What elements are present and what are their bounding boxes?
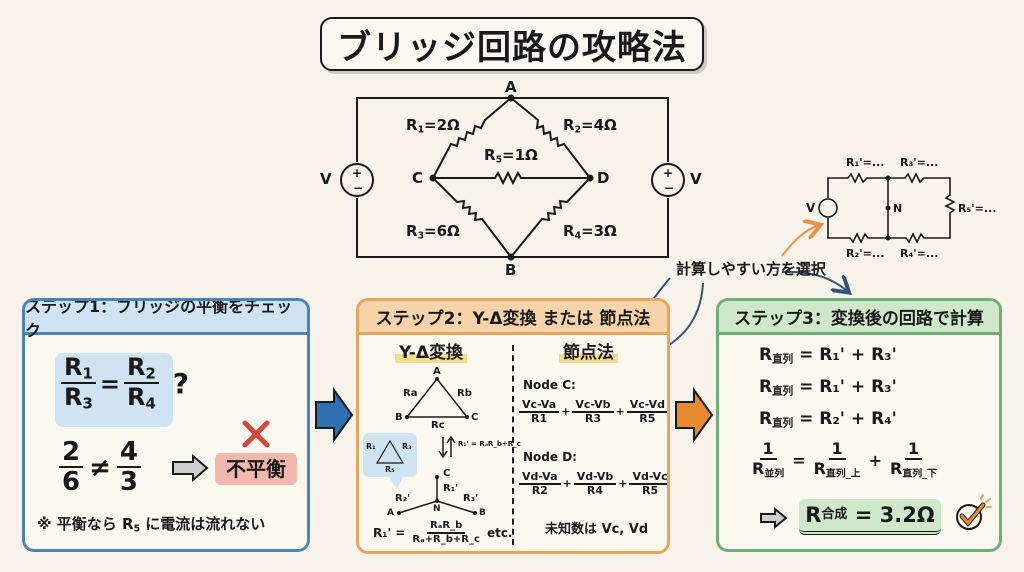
node-a-label: A bbox=[505, 78, 517, 96]
r3-label: R3=6Ω bbox=[406, 222, 460, 242]
mini-r3-label: R₃'=... bbox=[900, 156, 939, 169]
node-c-dot bbox=[429, 174, 437, 182]
step3-header: ステップ3：変換後の回路で計算 bbox=[719, 301, 999, 335]
gray-arrow-icon bbox=[172, 453, 209, 483]
star-node-n: N bbox=[433, 504, 441, 514]
choose-method-label: 計算しやすい方を選択 bbox=[676, 260, 826, 278]
step2-panel: ステップ2：Y-Δ変換 または 節点法 Y-Δ変換 節点法 A B C Ra R… bbox=[356, 298, 670, 554]
star-r1-label: R₁' bbox=[443, 483, 459, 494]
resistor-r1 bbox=[432, 97, 512, 179]
star-node-c: C bbox=[443, 468, 451, 479]
star-node-a: A bbox=[387, 508, 394, 518]
mini-r1-label: R₁'=... bbox=[846, 156, 885, 169]
step1-header: ステップ1：ブリッジの平衡をチェック bbox=[25, 301, 307, 340]
node-d-title: Node D: bbox=[523, 450, 577, 464]
mini-r4-label: R₄'=... bbox=[900, 247, 939, 260]
node-d-label: D bbox=[597, 169, 610, 187]
voltage-source-left bbox=[340, 163, 374, 197]
source-right-plus: + bbox=[663, 166, 674, 180]
method-divider bbox=[512, 345, 514, 545]
voltage-source-right bbox=[651, 163, 685, 197]
unbalanced-badge: 不平衡 bbox=[215, 453, 297, 485]
result-arrow-icon bbox=[760, 507, 788, 529]
bubble-r3: R₃ bbox=[402, 442, 412, 451]
delta-node-a: A bbox=[433, 366, 441, 377]
node-b-dot bbox=[507, 253, 515, 261]
mini-source-label: V bbox=[806, 201, 816, 215]
delta-node-c: C bbox=[471, 412, 479, 423]
resistor-r2 bbox=[510, 97, 591, 179]
star-node-b: B bbox=[479, 508, 486, 518]
arrow-step1-to-step2 bbox=[315, 386, 354, 444]
star-r3-label: R₃' bbox=[463, 493, 479, 504]
balance-condition-box bbox=[55, 353, 173, 427]
node-c-label: C bbox=[412, 169, 424, 187]
conversion-formula-short: R₁' = RₐR_b÷R_c bbox=[458, 440, 521, 448]
balance-note: ※ 平衡なら R5 に電流は流れない bbox=[37, 515, 266, 535]
unknowns-note: 未知数は Vc, Vd bbox=[545, 522, 649, 537]
delta-rc-label: Rc bbox=[431, 420, 445, 431]
mini-r2-label: R₂'=... bbox=[846, 247, 885, 260]
nodal-title: 節点法 bbox=[559, 343, 618, 363]
source-left-label: V bbox=[320, 170, 332, 188]
r4-label: R4=3Ω bbox=[563, 222, 617, 242]
node-a-dot bbox=[507, 94, 515, 102]
source-right-label: V bbox=[690, 170, 702, 188]
r1-label: R1=2Ω bbox=[406, 116, 460, 136]
blue-curve-arrow-right bbox=[781, 270, 846, 290]
mini-node-n-label: N bbox=[893, 202, 903, 215]
y-delta-title: Y-Δ変換 bbox=[395, 343, 468, 363]
resistor-r3 bbox=[432, 177, 512, 258]
delta-node-b: B bbox=[395, 412, 403, 423]
delta-ra-label: Ra bbox=[403, 388, 418, 399]
bubble-r1: R₁ bbox=[366, 442, 376, 451]
y-delta-diagram bbox=[363, 377, 477, 515]
red-x-icon bbox=[242, 420, 270, 448]
resistor-r4 bbox=[510, 177, 591, 258]
node-b-label: B bbox=[505, 261, 517, 279]
step3-panel: ステップ3：変換後の回路で計算 R直列 = R₁' + R₃' R直列 = R₁… bbox=[716, 298, 1002, 552]
source-left-plus: + bbox=[352, 166, 363, 180]
source-left-minus: − bbox=[353, 181, 364, 195]
bubble-r5: R₅ bbox=[385, 465, 395, 474]
node-c-title: Node C: bbox=[523, 378, 576, 392]
series-eq-3: R直列 = R₂' + R₄' bbox=[759, 409, 897, 430]
series-eq-1: R直列 = R₁' + R₃' bbox=[759, 345, 897, 366]
check-icon bbox=[956, 494, 992, 530]
bridge-circuit bbox=[340, 97, 685, 258]
step2-header: ステップ2：Y-Δ変換 または 節点法 bbox=[359, 301, 667, 335]
series-eq-2: R直列 = R₁' + R₃' bbox=[759, 377, 897, 398]
arrow-step2-to-step3 bbox=[675, 386, 714, 444]
r5-label: R5=1Ω bbox=[484, 146, 538, 166]
r2-label: R2=4Ω bbox=[563, 116, 617, 136]
star-r2-label: R₂' bbox=[395, 493, 411, 504]
orange-curve-arrow bbox=[781, 226, 817, 257]
node-d-dot bbox=[586, 174, 594, 182]
resistor-r5 bbox=[433, 170, 590, 186]
delta-rb-label: Rb bbox=[457, 388, 472, 399]
mini-r5-label: R₅'=... bbox=[958, 202, 997, 215]
source-right-minus: − bbox=[664, 181, 675, 195]
page-title: ブリッジ回路の攻略法 bbox=[320, 17, 704, 71]
